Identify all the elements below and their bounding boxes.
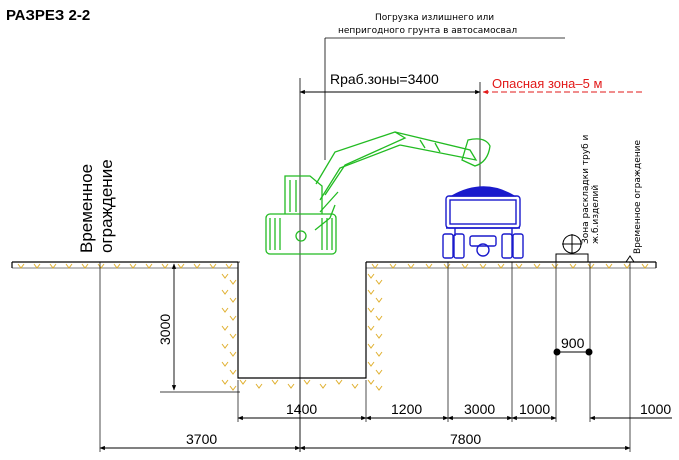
soil-hatch [17, 263, 649, 391]
pipe-zone-label-line2: ж.б.изделий [591, 185, 601, 244]
dim-left-total: 3700 [186, 431, 217, 447]
loading-note-line1: Погрузка излишнего или [375, 13, 494, 23]
dim-right-total: 7800 [450, 431, 481, 447]
section-title: РАЗРЕЗ 2-2 [6, 7, 90, 24]
dim-fence-gap: 1000 [640, 401, 671, 417]
danger-zone-dimension: Опасная зона–5 м [482, 76, 642, 95]
work-zone-dimension: Rраб.зоны=3400 [299, 71, 481, 95]
work-zone-label: Rраб.зоны=3400 [330, 71, 439, 87]
pipe-zone-label-line1: Зона раскладки труб и [581, 135, 591, 244]
pipe-stack [555, 234, 589, 263]
dim-trench-width: 1400 [286, 401, 317, 417]
overall-dimensions [99, 380, 631, 452]
right-fence-marker [625, 255, 635, 263]
loading-note-line2: непригодного грунта в автосамосвал [338, 26, 517, 36]
depth-value: 3000 [157, 314, 173, 345]
depth-dimension: 3000 [157, 263, 177, 391]
dim-berm: 1200 [391, 401, 422, 417]
excavator [265, 131, 491, 255]
dump-truck [442, 186, 524, 259]
pipe-dimension: 900 [553, 335, 593, 356]
loading-note-leader [324, 37, 565, 160]
dim-pipe-gap: 1000 [519, 401, 550, 417]
fence-left-label-line1: Временное [77, 164, 96, 253]
dim-truck-zone: 3000 [464, 401, 495, 417]
trench [237, 262, 367, 379]
danger-zone-label: Опасная зона–5 м [492, 76, 602, 91]
ground-surface [11, 261, 657, 269]
pipe-dimension-value: 900 [561, 335, 585, 351]
extension-lines [99, 261, 631, 452]
fence-left-label-line2: ограждение [97, 159, 116, 253]
fence-right-label: Временное ограждение [633, 140, 643, 254]
